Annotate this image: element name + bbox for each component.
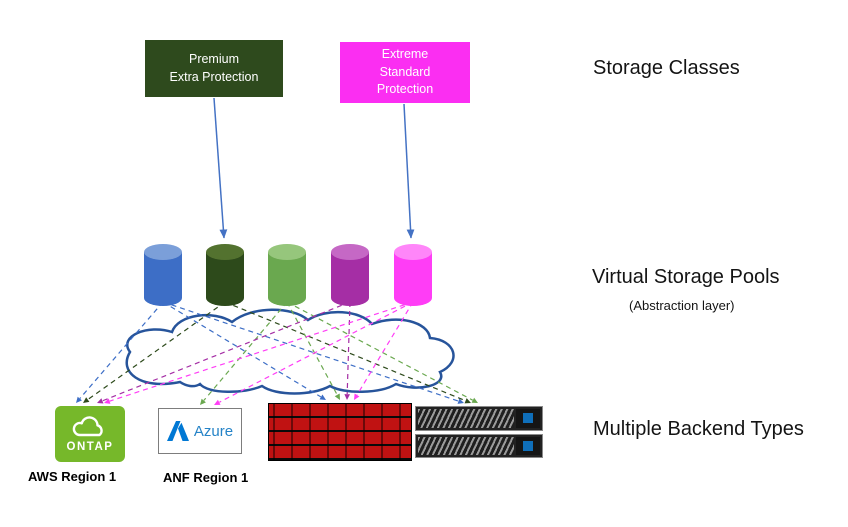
pool-backend-arrowhead bbox=[97, 398, 104, 404]
multiple-backend-types-label: Multiple Backend Types bbox=[593, 418, 804, 440]
netapp-logo-icon bbox=[523, 440, 533, 451]
storage-shelf bbox=[415, 433, 543, 458]
drive-grille bbox=[418, 436, 514, 455]
pool-backend-arrowhead bbox=[104, 398, 111, 404]
backend-netapp-storage-array bbox=[415, 406, 543, 458]
premium-to-pool-arrow bbox=[213, 97, 228, 239]
pool-cylinder-blue bbox=[144, 244, 182, 306]
ontap-cloud-icon bbox=[72, 415, 103, 436]
storage-class-premium: Premium Extra Protection bbox=[145, 40, 283, 97]
storage-shelf bbox=[415, 406, 543, 431]
pool-backend-arrowhead bbox=[354, 393, 360, 400]
pool-backend-arrowhead bbox=[200, 398, 206, 405]
cylinder-top bbox=[331, 244, 369, 260]
pool-cylinder-magenta bbox=[394, 244, 432, 306]
cylinder-top bbox=[206, 244, 244, 260]
azure-logo-icon bbox=[166, 421, 189, 441]
cylinder-top bbox=[144, 244, 182, 260]
ontap-label: ONTAP bbox=[66, 440, 114, 453]
pool-cylinder-green bbox=[268, 244, 306, 306]
storage-classes-label: Storage Classes bbox=[593, 57, 740, 79]
pool-backend-link bbox=[224, 301, 466, 402]
pool-backend-connections bbox=[76, 301, 478, 405]
shelf-panel bbox=[516, 409, 540, 428]
backend-ontap: ONTAP bbox=[55, 406, 125, 462]
pool-backend-link bbox=[79, 301, 164, 399]
pool-cylinder-darkgreen bbox=[206, 244, 244, 306]
anf-region-label: ANF Region 1 bbox=[163, 470, 249, 485]
pool-backend-arrowhead bbox=[76, 396, 82, 403]
cloud-shape bbox=[125, 308, 455, 395]
pool-backend-link bbox=[286, 301, 473, 401]
pool-backend-link bbox=[219, 301, 414, 403]
cylinder-top bbox=[394, 244, 432, 260]
azure-label: Azure bbox=[193, 422, 234, 440]
pool-backend-arrowhead bbox=[83, 397, 90, 403]
storage-class-extreme: Extreme Standard Protection bbox=[340, 42, 470, 103]
abstraction-layer-label: (Abstraction layer) bbox=[629, 298, 735, 313]
cylinder-top bbox=[268, 244, 306, 260]
virtual-storage-pool-cylinders bbox=[144, 244, 432, 306]
pool-backend-arrowhead bbox=[214, 399, 221, 405]
pool-backend-arrowhead bbox=[334, 393, 340, 400]
pool-backend-arrowhead bbox=[471, 397, 478, 403]
drive-grille bbox=[418, 409, 514, 428]
pool-backend-link bbox=[162, 301, 459, 402]
pool-backend-link bbox=[109, 301, 414, 402]
pool-backend-arrowhead bbox=[319, 394, 326, 400]
pool-backend-link bbox=[87, 301, 226, 401]
backend-azure: Azure bbox=[158, 408, 242, 454]
backend-red-storage-array bbox=[268, 403, 412, 461]
pool-backend-arrowhead bbox=[344, 394, 351, 400]
pool-backend-arrowhead bbox=[457, 398, 464, 404]
pool-backend-link bbox=[162, 301, 322, 398]
netapp-logo-icon bbox=[523, 413, 533, 424]
virtual-storage-pools-label: Virtual Storage Pools bbox=[592, 266, 780, 288]
pool-backend-link bbox=[356, 301, 414, 396]
extreme-to-pool-arrow bbox=[403, 103, 415, 239]
pool-backend-link bbox=[346, 301, 351, 395]
aws-region-label: AWS Region 1 bbox=[28, 469, 117, 484]
shelf-panel bbox=[516, 436, 540, 455]
pool-cylinder-purple bbox=[331, 244, 369, 306]
pool-backend-arrowhead bbox=[464, 398, 471, 404]
pool-backend-link bbox=[203, 301, 288, 401]
